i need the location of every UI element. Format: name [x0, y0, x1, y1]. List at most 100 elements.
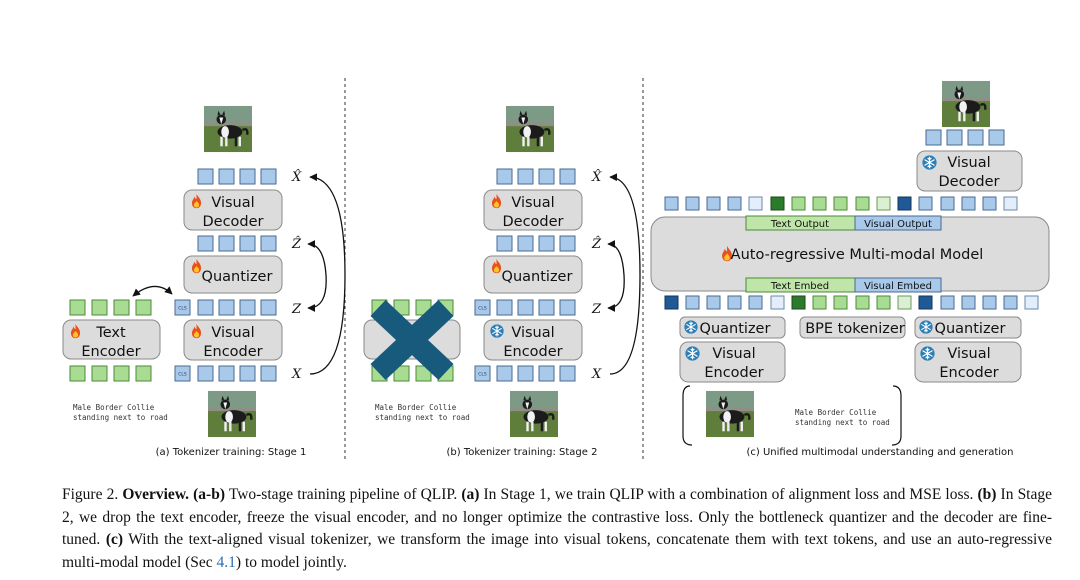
token-row-z: CLS: [174, 299, 277, 316]
quant-arrow: [307, 240, 327, 312]
quantizer-label: Quantizer: [202, 269, 273, 285]
token-row-x: CLS: [474, 365, 576, 382]
recon-arrow: [609, 173, 641, 375]
token-row-z: CLS: [474, 299, 576, 316]
svg-text:CLS: CLS: [478, 372, 487, 378]
input-token-row: [664, 295, 1039, 310]
input-image: [208, 390, 256, 438]
caption-text-5: ) to model jointly.: [235, 553, 347, 571]
snowflake-icon: [919, 320, 933, 334]
caption-text-1: Two-stage training pipeline of QLIP.: [225, 486, 462, 503]
snowflake-icon: [922, 155, 937, 170]
svg-text:Text Embed: Text Embed: [770, 281, 829, 292]
var-x: X: [591, 367, 602, 382]
removed-text-encoder: [363, 299, 461, 382]
ar-model-box: Text Output Visual Output Auto-regressiv…: [650, 215, 1050, 293]
input-image: [706, 390, 754, 438]
figure-caption: Figure 2. Overview. (a-b) Two-stage trai…: [62, 484, 1052, 574]
var-x-hat: X̂: [591, 169, 602, 185]
token-row-z-hat: [496, 235, 576, 252]
section-link[interactable]: 4.1: [216, 553, 236, 571]
panel-b-caption: (b) Tokenizer training: Stage 2: [447, 447, 598, 458]
var-z: Z: [291, 302, 302, 317]
svg-text:Visual Embed: Visual Embed: [864, 281, 932, 292]
snowflake-icon: [490, 324, 504, 338]
quantizer-box: Quantizer: [183, 255, 283, 294]
alignment-arrow: [132, 285, 173, 297]
quantizer-label: Quantizer: [502, 269, 573, 285]
quantizer-left-box: Quantizer: [679, 316, 786, 339]
var-x-hat: X̂: [291, 169, 302, 185]
text-token-row-bottom: [69, 365, 152, 382]
svg-text:Visual Output: Visual Output: [864, 219, 932, 230]
token-row-x: CLS: [174, 365, 277, 382]
token-row-x-hat: [197, 168, 277, 185]
svg-text:CLS: CLS: [178, 372, 187, 378]
token-row-x-hat: [496, 168, 576, 185]
visual-embed-tag: [854, 277, 942, 293]
caption-text-3: In Stage 2, we drop the text encoder, fr…: [62, 486, 1053, 548]
caption-text-4: With the text-aligned visual tokenizer, …: [62, 531, 1052, 571]
caption-text-2: In Stage 1, we train QLIP with a combina…: [479, 486, 978, 503]
caption-label: Figure 2.: [62, 486, 119, 503]
decoder-input-tokens: [925, 129, 1005, 146]
output-token-row: [664, 196, 1018, 211]
output-image: [506, 105, 554, 153]
var-x: X: [291, 367, 302, 382]
svg-text:CLS: CLS: [478, 306, 487, 312]
snowflake-icon: [920, 346, 935, 361]
ar-model-label: Auto-regressive Multi-modal Model: [731, 247, 984, 263]
panel-a-caption: (a) Tokenizer training: Stage 1: [156, 447, 307, 458]
quantizer-label: Quantizer: [700, 321, 771, 337]
input-bracket-right: [891, 385, 902, 446]
text-token-row-top: [69, 299, 152, 316]
bpe-tokenizer-label: BPE tokenizer: [805, 321, 905, 337]
output-image: [942, 80, 990, 128]
visual-output-tag: [854, 215, 942, 231]
var-z-hat: Ẑ: [591, 236, 602, 252]
quant-arrow: [607, 240, 625, 312]
recon-arrow: [309, 173, 346, 375]
svg-text:CLS: CLS: [178, 306, 187, 312]
bpe-tokenizer-box: BPE tokenizer: [799, 316, 906, 339]
snowflake-icon: [684, 320, 698, 334]
input-bracket-left: [682, 385, 693, 446]
panel-c-caption: (c) Unified multimodal understanding and…: [747, 447, 1014, 458]
cross-mark-icon: [370, 299, 454, 381]
caption-c-ref: (c): [105, 531, 124, 548]
var-z: Z: [591, 302, 602, 317]
input-image: [510, 390, 558, 438]
quantizer-box: Quantizer: [483, 255, 583, 294]
snowflake-icon: [685, 346, 700, 361]
output-image: [204, 105, 252, 153]
token-row-z-hat: [197, 235, 277, 252]
caption-a-ref: (a): [461, 486, 480, 503]
quantizer-right-box: Quantizer: [914, 316, 1022, 339]
quantizer-label: Quantizer: [935, 321, 1006, 337]
caption-b-ref: (b): [977, 486, 997, 503]
svg-text:Text Output: Text Output: [770, 219, 829, 230]
